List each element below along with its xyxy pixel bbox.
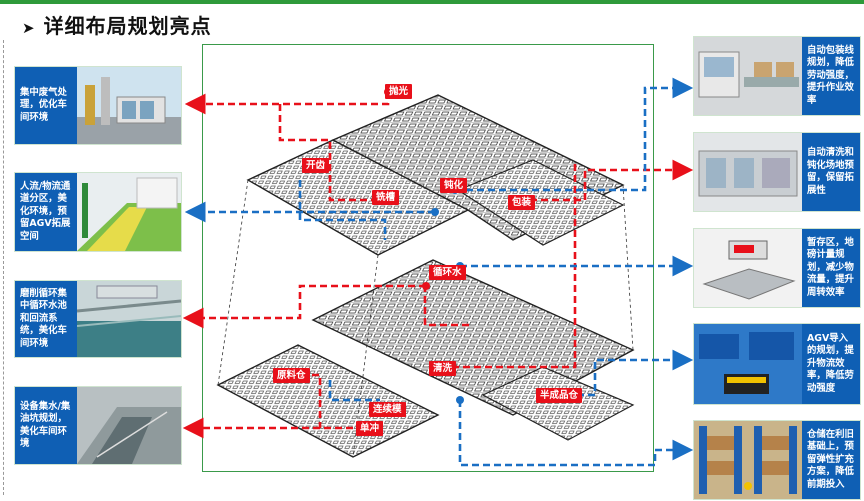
- right-card-packing: 自动包装线规划，降低劳动强度，提升作业效率: [693, 36, 861, 116]
- lower-floor-right: [481, 366, 635, 441]
- area-label-tooth-opening: 开齿: [302, 158, 330, 173]
- drain-pit-photo: [77, 387, 181, 464]
- right-card-warehouse: 仓储在利旧基础上，预留弹性扩充方案，降低前期投入: [693, 420, 861, 500]
- top-accent-bar: [0, 0, 864, 4]
- arrow-to-packing-line: [455, 77, 694, 192]
- arrow-red-internal-1: [278, 104, 380, 202]
- page-title-text: 详细布局规划亮点: [43, 14, 212, 38]
- left-card-exhaust-text: 集中废气处理，优化车间环境: [15, 67, 77, 144]
- left-dashed-divider: [3, 40, 4, 495]
- area-label-circulating-water: 循环水: [429, 265, 466, 280]
- cleaning-machine-photo: [694, 133, 802, 211]
- right-card-warehouse-text: 仓储在利旧基础上，预留弹性扩充方案，降低前期投入: [802, 421, 860, 499]
- left-card-drain: 设备集水/集油坑规划，美化车间环境: [14, 386, 182, 465]
- area-label-single-punch: 单冲: [356, 421, 384, 436]
- area-label-semi-finished-store: 半成品仓: [536, 388, 583, 403]
- left-card-coolant: 磨削循环集中循环水池和回流系统，美化车间环境: [14, 280, 182, 358]
- upper-floor-c: [456, 159, 625, 246]
- area-label-raw-material-store: 原料仓: [273, 368, 310, 383]
- area-label-packing: 包装: [508, 195, 536, 210]
- arrow-red-internal-2: [423, 285, 470, 327]
- layout-frame: [202, 44, 654, 472]
- area-label-polishing: 抛光: [385, 84, 413, 99]
- left-card-walkway: 人流/物流通道分区，美化环境，预留AGV拓展空间: [14, 172, 182, 252]
- right-card-scale: 暂存区，地磅计量规划，减少物流量，提升周转效率: [693, 228, 861, 308]
- area-label-passivation: 钝化: [440, 178, 468, 193]
- arrow-polishing-to-exhaust: [184, 92, 390, 115]
- area-label-slot-milling: 铣槽: [372, 190, 400, 205]
- arrow-grinding-to-pool: [182, 284, 426, 329]
- arrow-to-warehouse: [458, 400, 694, 467]
- left-card-exhaust: 集中废气处理，优化车间环境: [14, 66, 182, 145]
- right-card-cleaning: 自动清洗和钝化场地预留，保留拓展性: [693, 132, 861, 212]
- area-label-progressive-die: 连续模: [369, 402, 406, 417]
- coolant-pool-photo: [77, 281, 181, 357]
- floor-plan-drawing: [216, 94, 635, 458]
- floor-scale-photo: [694, 229, 802, 307]
- right-card-cleaning-text: 自动清洗和钝化场地预留，保留拓展性: [802, 133, 860, 211]
- left-card-walkway-text: 人流/物流通道分区，美化环境，预留AGV拓展空间: [15, 173, 77, 251]
- packing-line-photo: [694, 37, 802, 115]
- bullet-arrow-icon: ➤: [22, 19, 36, 37]
- right-card-agv: AGV导入的规划，提升物流效率，降低劳动强度: [693, 323, 861, 405]
- page-title: ➤ 详细布局规划亮点: [22, 10, 212, 39]
- arrow-clean-to-washer: [452, 160, 577, 369]
- area-label-cleaning: 清洗: [429, 361, 457, 376]
- arrow-blue-internal-2: [328, 380, 380, 402]
- left-card-coolant-text: 磨削循环集中循环水池和回流系统，美化车间环境: [15, 281, 77, 357]
- agv-photo: [694, 324, 802, 404]
- warehouse-racks-photo: [694, 421, 802, 499]
- right-card-packing-text: 自动包装线规划，降低劳动强度，提升作业效率: [802, 37, 860, 115]
- left-card-drain-text: 设备集水/集油坑规划，美化车间环境: [15, 387, 77, 464]
- exhaust-treatment-photo: [77, 67, 181, 144]
- right-card-scale-text: 暂存区，地磅计量规划，减少物流量，提升周转效率: [802, 229, 860, 307]
- arrow-packing-to-line: [530, 159, 694, 202]
- walkway-photo: [77, 173, 181, 251]
- arrow-blue-internal-1: [298, 180, 387, 240]
- right-card-agv-text: AGV导入的规划，提升物流效率，降低劳动强度: [802, 324, 860, 404]
